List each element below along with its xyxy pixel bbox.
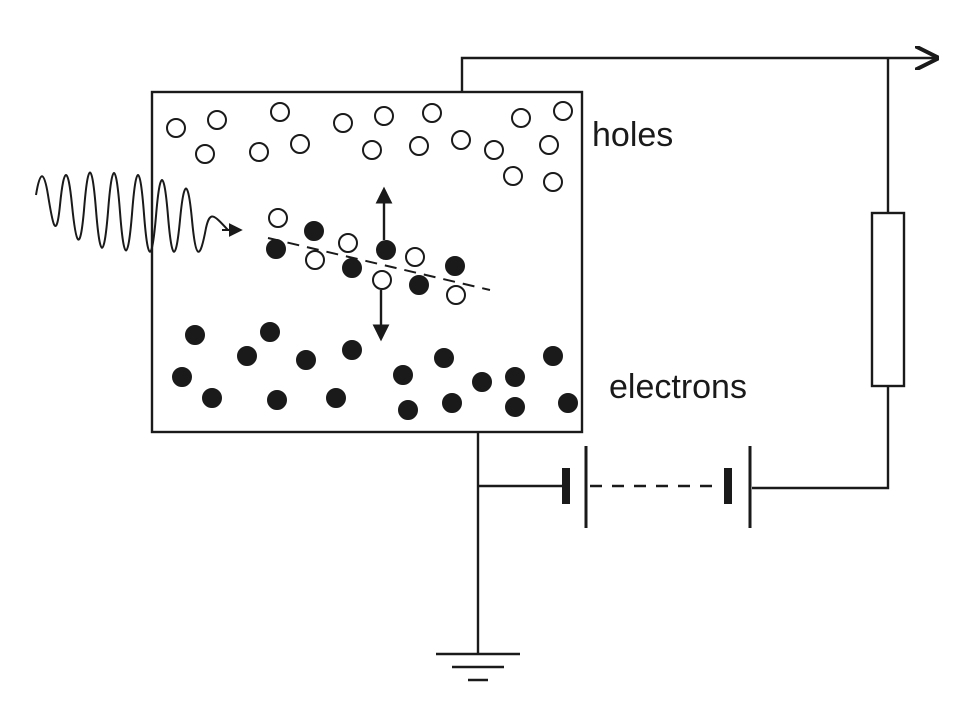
- resistor-lead-bottom: [752, 386, 890, 490]
- hole-particle: [539, 135, 559, 155]
- hole-particle: [166, 118, 186, 138]
- generated-electron: [342, 258, 362, 278]
- generated-hole: [268, 208, 288, 228]
- electron-particle: [543, 346, 563, 366]
- generated-electron: [266, 239, 286, 259]
- output-wire: [460, 58, 935, 92]
- hole-particle: [511, 108, 531, 128]
- generated-electron: [409, 275, 429, 295]
- electron-particle: [185, 325, 205, 345]
- electron-particle: [296, 350, 316, 370]
- generated-hole: [372, 270, 392, 290]
- electron-particle: [237, 346, 257, 366]
- hole-particle: [503, 166, 523, 186]
- hole-particle: [543, 172, 563, 192]
- electrons-group: [172, 322, 578, 420]
- generated-electron: [376, 240, 396, 260]
- electron-particle: [393, 365, 413, 385]
- hole-particle: [374, 106, 394, 126]
- electron-particle: [326, 388, 346, 408]
- electron-particle: [442, 393, 462, 413]
- electron-particle: [505, 397, 525, 417]
- electron-particle: [172, 367, 192, 387]
- electron-particle: [505, 367, 525, 387]
- holes-group: [166, 101, 573, 192]
- hole-particle: [409, 136, 429, 156]
- generated-hole: [446, 285, 466, 305]
- electron-particle: [398, 400, 418, 420]
- hole-particle: [290, 134, 310, 154]
- electron-particle: [342, 340, 362, 360]
- electron-particle: [267, 390, 287, 410]
- hole-particle: [451, 130, 471, 150]
- generated-hole: [305, 250, 325, 270]
- generated-electron: [304, 221, 324, 241]
- semiconductor-block: [150, 90, 584, 434]
- hole-particle: [553, 101, 573, 121]
- electron-particle: [202, 388, 222, 408]
- holes-label: holes: [592, 116, 673, 154]
- hole-particle: [362, 140, 382, 160]
- hole-particle: [249, 142, 269, 162]
- generated-electron: [445, 256, 465, 276]
- generated-hole: [338, 233, 358, 253]
- battery-icon: [562, 446, 752, 528]
- generated-hole: [405, 247, 425, 267]
- hole-particle: [333, 113, 353, 133]
- electron-particle: [434, 348, 454, 368]
- ground-icon: [436, 652, 520, 682]
- hole-particle: [484, 140, 504, 160]
- hole-particle: [270, 102, 290, 122]
- hole-particle: [195, 144, 215, 164]
- electron-particle: [558, 393, 578, 413]
- wavy-arrow-icon: [35, 171, 229, 253]
- pair-track: [266, 208, 466, 305]
- hole-particle: [207, 110, 227, 130]
- electron-particle: [472, 372, 492, 392]
- electrons-label: electrons: [609, 368, 747, 406]
- particle-track-line: [267, 237, 491, 291]
- resistor-icon: [870, 211, 906, 388]
- hole-particle: [422, 103, 442, 123]
- electron-particle: [260, 322, 280, 342]
